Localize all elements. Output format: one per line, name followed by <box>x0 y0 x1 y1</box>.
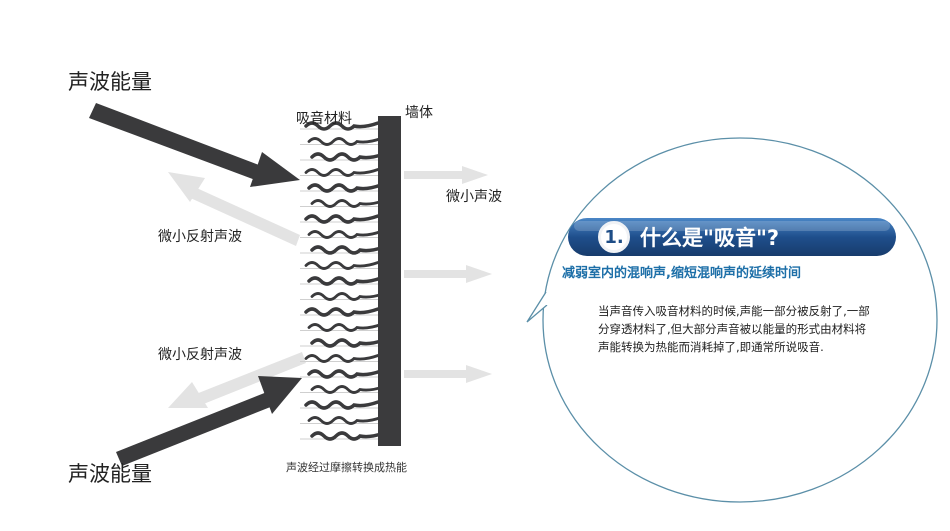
sound-energy-label-bottom: 声波能量 <box>68 462 152 486</box>
material-fibre <box>307 183 383 193</box>
material-fibre <box>304 121 380 131</box>
material-fibre <box>304 354 380 363</box>
section-number-badge: 1. <box>598 221 630 253</box>
material-fibre <box>310 152 386 162</box>
wall <box>378 116 401 446</box>
small-transmitted-label: 微小声波 <box>446 189 502 205</box>
small-reflected-label-bottom: 微小反射声波 <box>158 347 242 363</box>
material-fibre <box>304 261 380 270</box>
material-fibre <box>304 400 380 410</box>
sound-energy-label-top: 声波能量 <box>68 70 152 94</box>
material-fibre <box>307 416 383 425</box>
material-fibre <box>304 307 380 317</box>
material-fibre <box>307 323 383 332</box>
material-fibre <box>310 199 386 208</box>
banner-highlight <box>574 221 890 231</box>
reflected-arrow-top <box>168 172 300 246</box>
title-banner <box>568 218 896 256</box>
section-subtitle: 减弱室内的混响声,缩短混响声的延续时间 <box>562 266 801 281</box>
material-fibre <box>310 431 386 441</box>
material-fibre <box>307 137 383 146</box>
material-fibre <box>307 230 383 239</box>
wall-label: 墙体 <box>405 105 433 121</box>
material-fibre <box>310 385 386 394</box>
material-fibre <box>310 292 386 301</box>
absorbing-material-fibres <box>304 121 386 441</box>
reflected-arrow-bottom <box>168 352 306 408</box>
section-description: 当声音传入吸音材料的时候,声能一部分被反射了,一部分穿透材料了,但大部分声音被以… <box>598 304 870 354</box>
section-title: 什么是"吸音"? <box>640 226 780 250</box>
material-fibre <box>304 168 380 177</box>
material-fibre <box>307 276 383 286</box>
material-fibre <box>307 369 383 379</box>
material-fibre <box>304 214 380 224</box>
incoming-arrow-top <box>89 103 300 187</box>
incoming-arrow-bottom <box>116 376 302 466</box>
material-fibre <box>310 245 386 255</box>
absorbing-material-label: 吸音材料 <box>296 111 352 127</box>
small-reflected-label-top: 微小反射声波 <box>158 229 242 245</box>
material-fibre <box>310 338 386 348</box>
material-fine-lines <box>300 128 378 440</box>
friction-heat-label: 声波经过摩擦转换成热能 <box>286 461 407 474</box>
transmitted-arrows <box>404 166 492 383</box>
